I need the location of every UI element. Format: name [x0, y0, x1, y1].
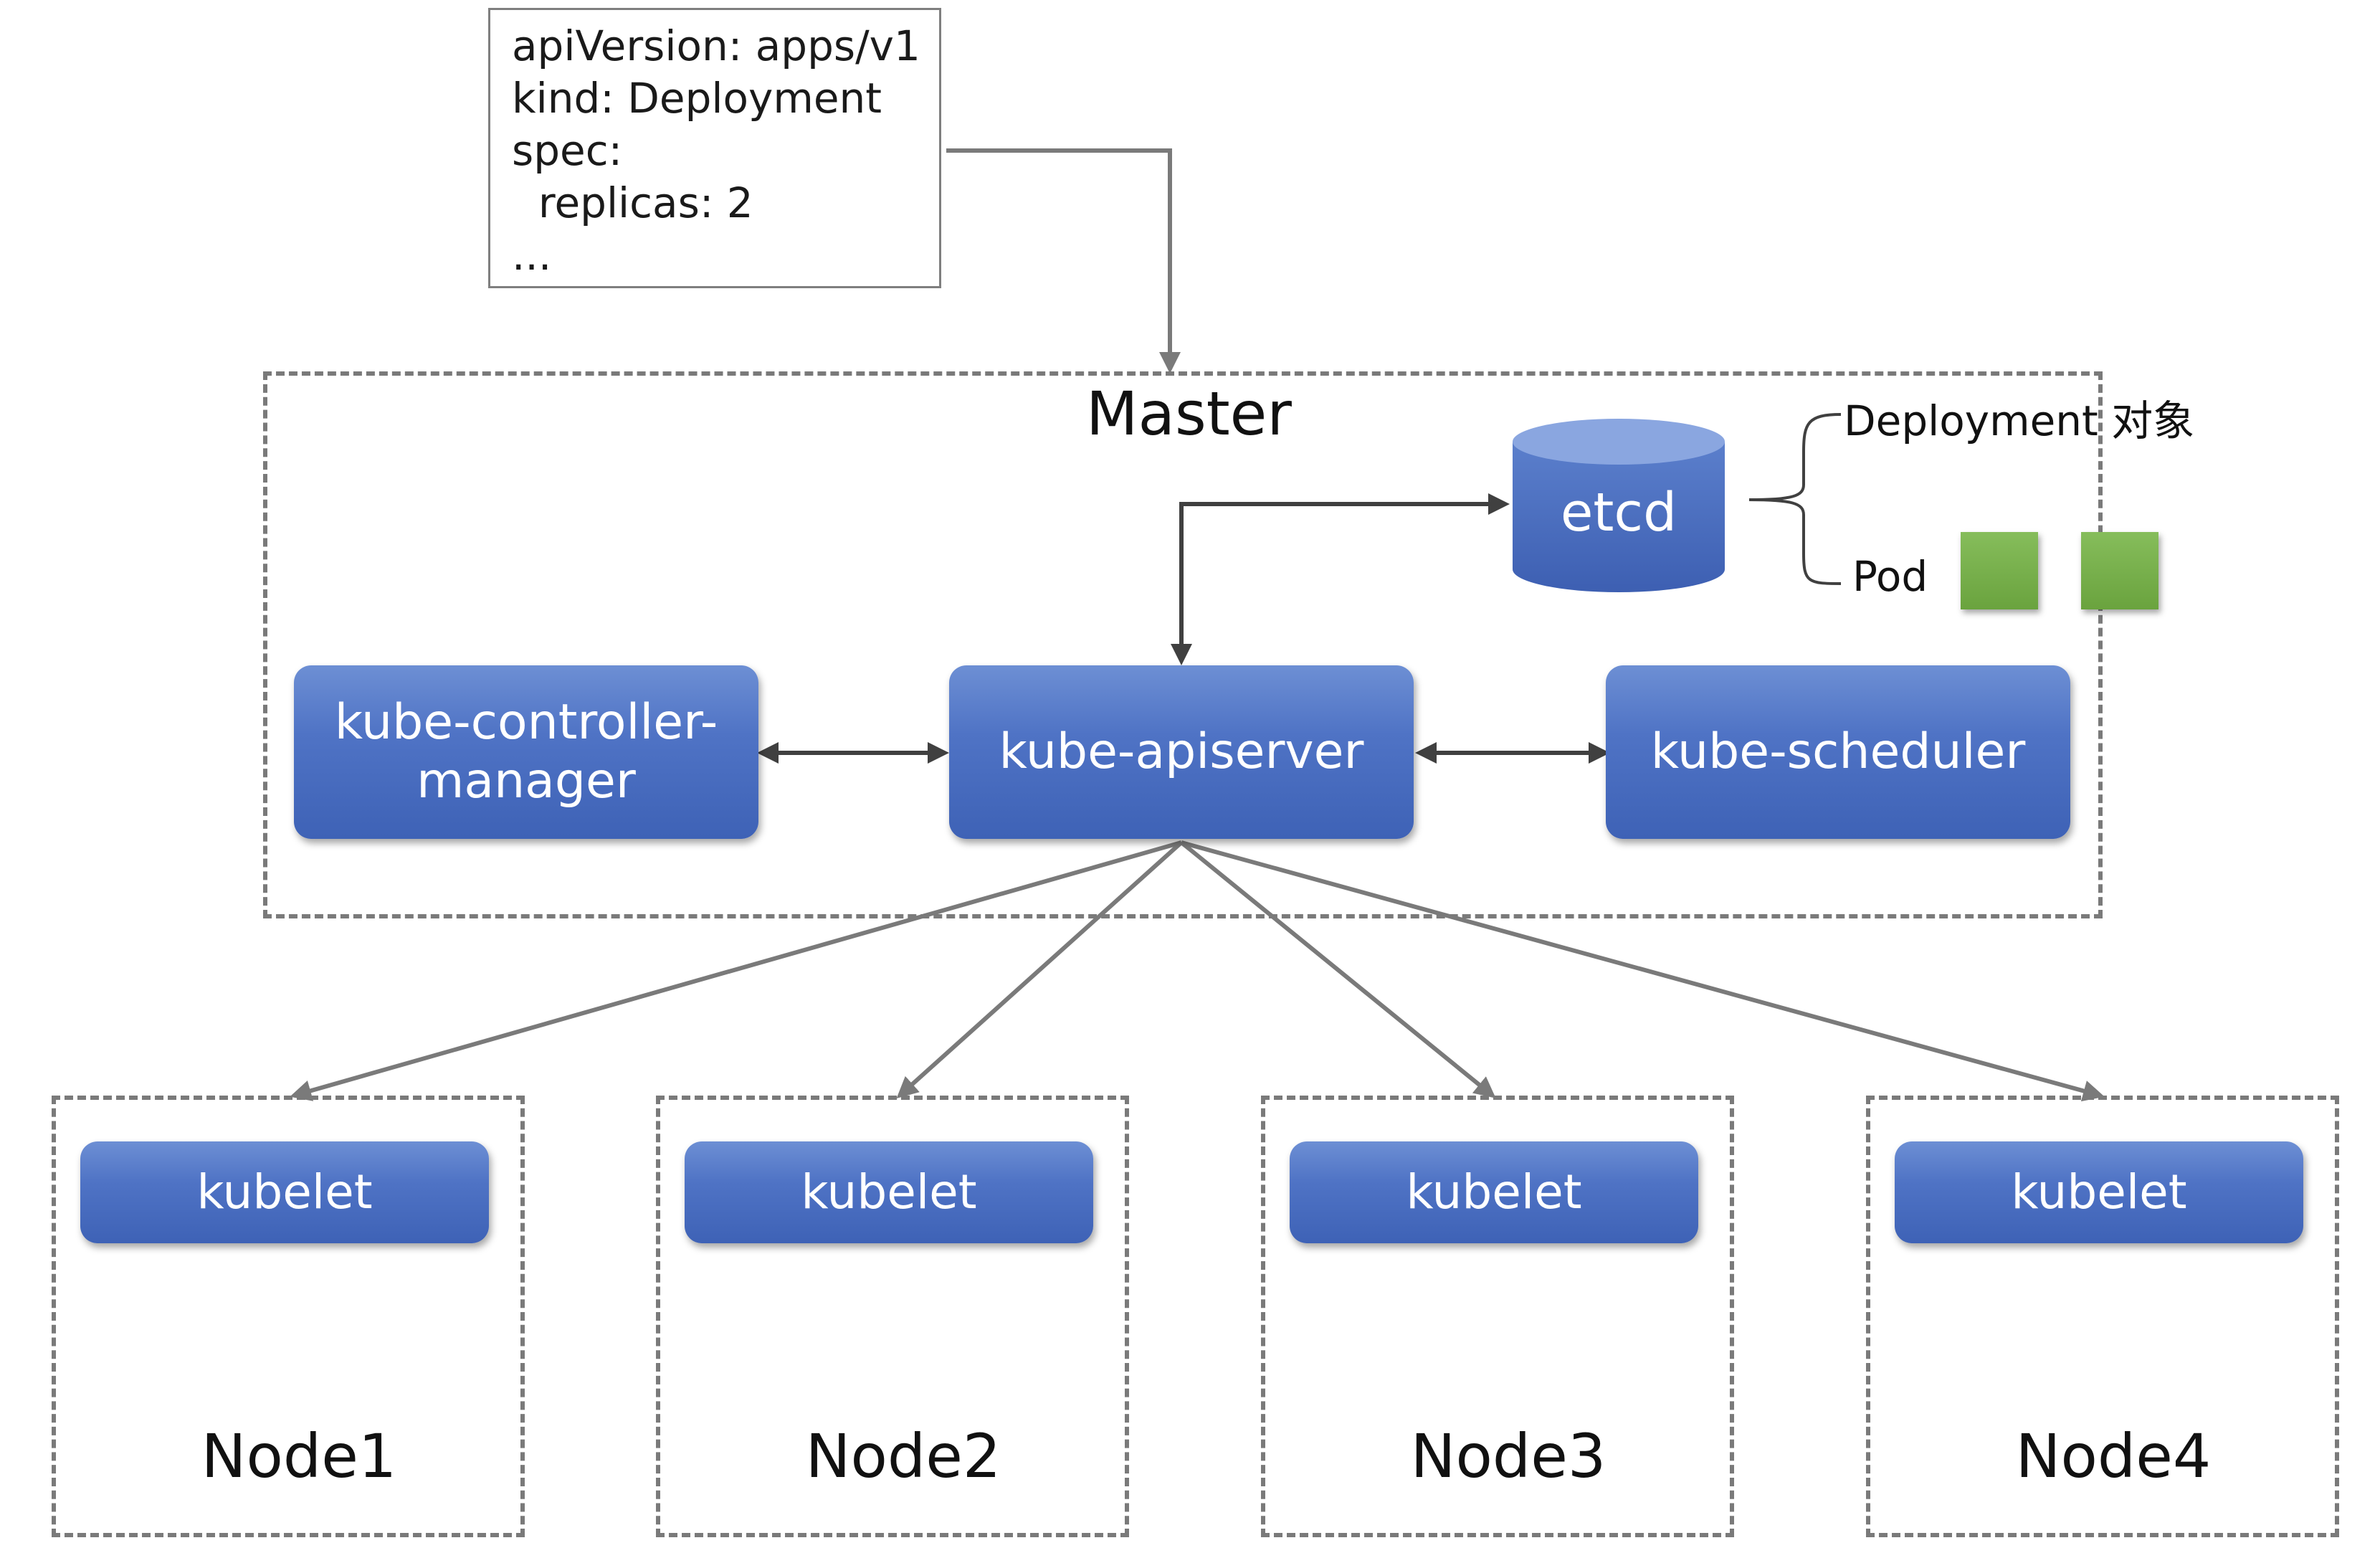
node-container	[1866, 1096, 2339, 1537]
etcd-cylinder-icon	[1513, 419, 1725, 592]
kubelet: kubelet	[80, 1141, 489, 1243]
deployment-manifest: apiVersion: apps/v1 kind: Deployment spe…	[488, 8, 941, 288]
manifest-line: ...	[512, 231, 552, 280]
apiserver-node3-arrow	[1180, 840, 1496, 1098]
apiserver-etcd-arrow	[1171, 493, 1510, 665]
node-name: Node4	[2015, 1421, 2212, 1491]
manifest-line: kind: Deployment	[512, 74, 882, 123]
etcd-contents-brace	[1748, 413, 1842, 585]
node-container	[656, 1096, 1129, 1537]
apiserver-node1-arrow	[290, 840, 1182, 1101]
kubelet: kubelet	[1895, 1141, 2303, 1243]
kubelet-label: kubelet	[1406, 1164, 1582, 1220]
pod-square-icon	[2081, 532, 2158, 609]
manifest-submit-arrow	[946, 148, 1181, 374]
kube-apiserver-label: kube-apiserver	[999, 723, 1364, 780]
kubelet-label: kubelet	[801, 1164, 977, 1220]
pod-label: Pod	[1852, 552, 1928, 601]
manifest-line: spec:	[512, 126, 623, 175]
apiserver-node4-arrow	[1181, 840, 2105, 1102]
node-container	[1261, 1096, 1734, 1537]
master-title: Master	[1086, 379, 1292, 449]
deployment-object-label: Deployment 对象	[1844, 396, 2195, 445]
node-name: Node3	[1410, 1421, 1606, 1491]
node-name: Node2	[805, 1421, 1001, 1491]
pod-square-icon	[1961, 532, 2038, 609]
etcd-database: etcd	[1511, 417, 1726, 597]
kube-scheduler: kube-scheduler	[1606, 665, 2070, 839]
apiserver-node2-arrow	[896, 840, 1184, 1099]
manifest-line: replicas: 2	[512, 179, 753, 227]
kubelet-label: kubelet	[2011, 1164, 2187, 1220]
kubelet-label: kubelet	[196, 1164, 373, 1220]
kube-scheduler-label: kube-scheduler	[1650, 723, 2026, 780]
node-name: Node1	[201, 1421, 397, 1491]
kube-controller-manager: kube-controller- manager	[294, 665, 758, 839]
kube-controller-manager-label: kube-controller- manager	[334, 694, 718, 809]
kubelet: kubelet	[1290, 1141, 1698, 1243]
manifest-line: apiVersion: apps/v1	[512, 22, 920, 70]
kube-apiserver: kube-apiserver	[949, 665, 1414, 839]
node-container	[52, 1096, 525, 1537]
master-container	[263, 371, 2103, 918]
etcd-label: etcd	[1560, 482, 1677, 543]
kubelet: kubelet	[685, 1141, 1093, 1243]
